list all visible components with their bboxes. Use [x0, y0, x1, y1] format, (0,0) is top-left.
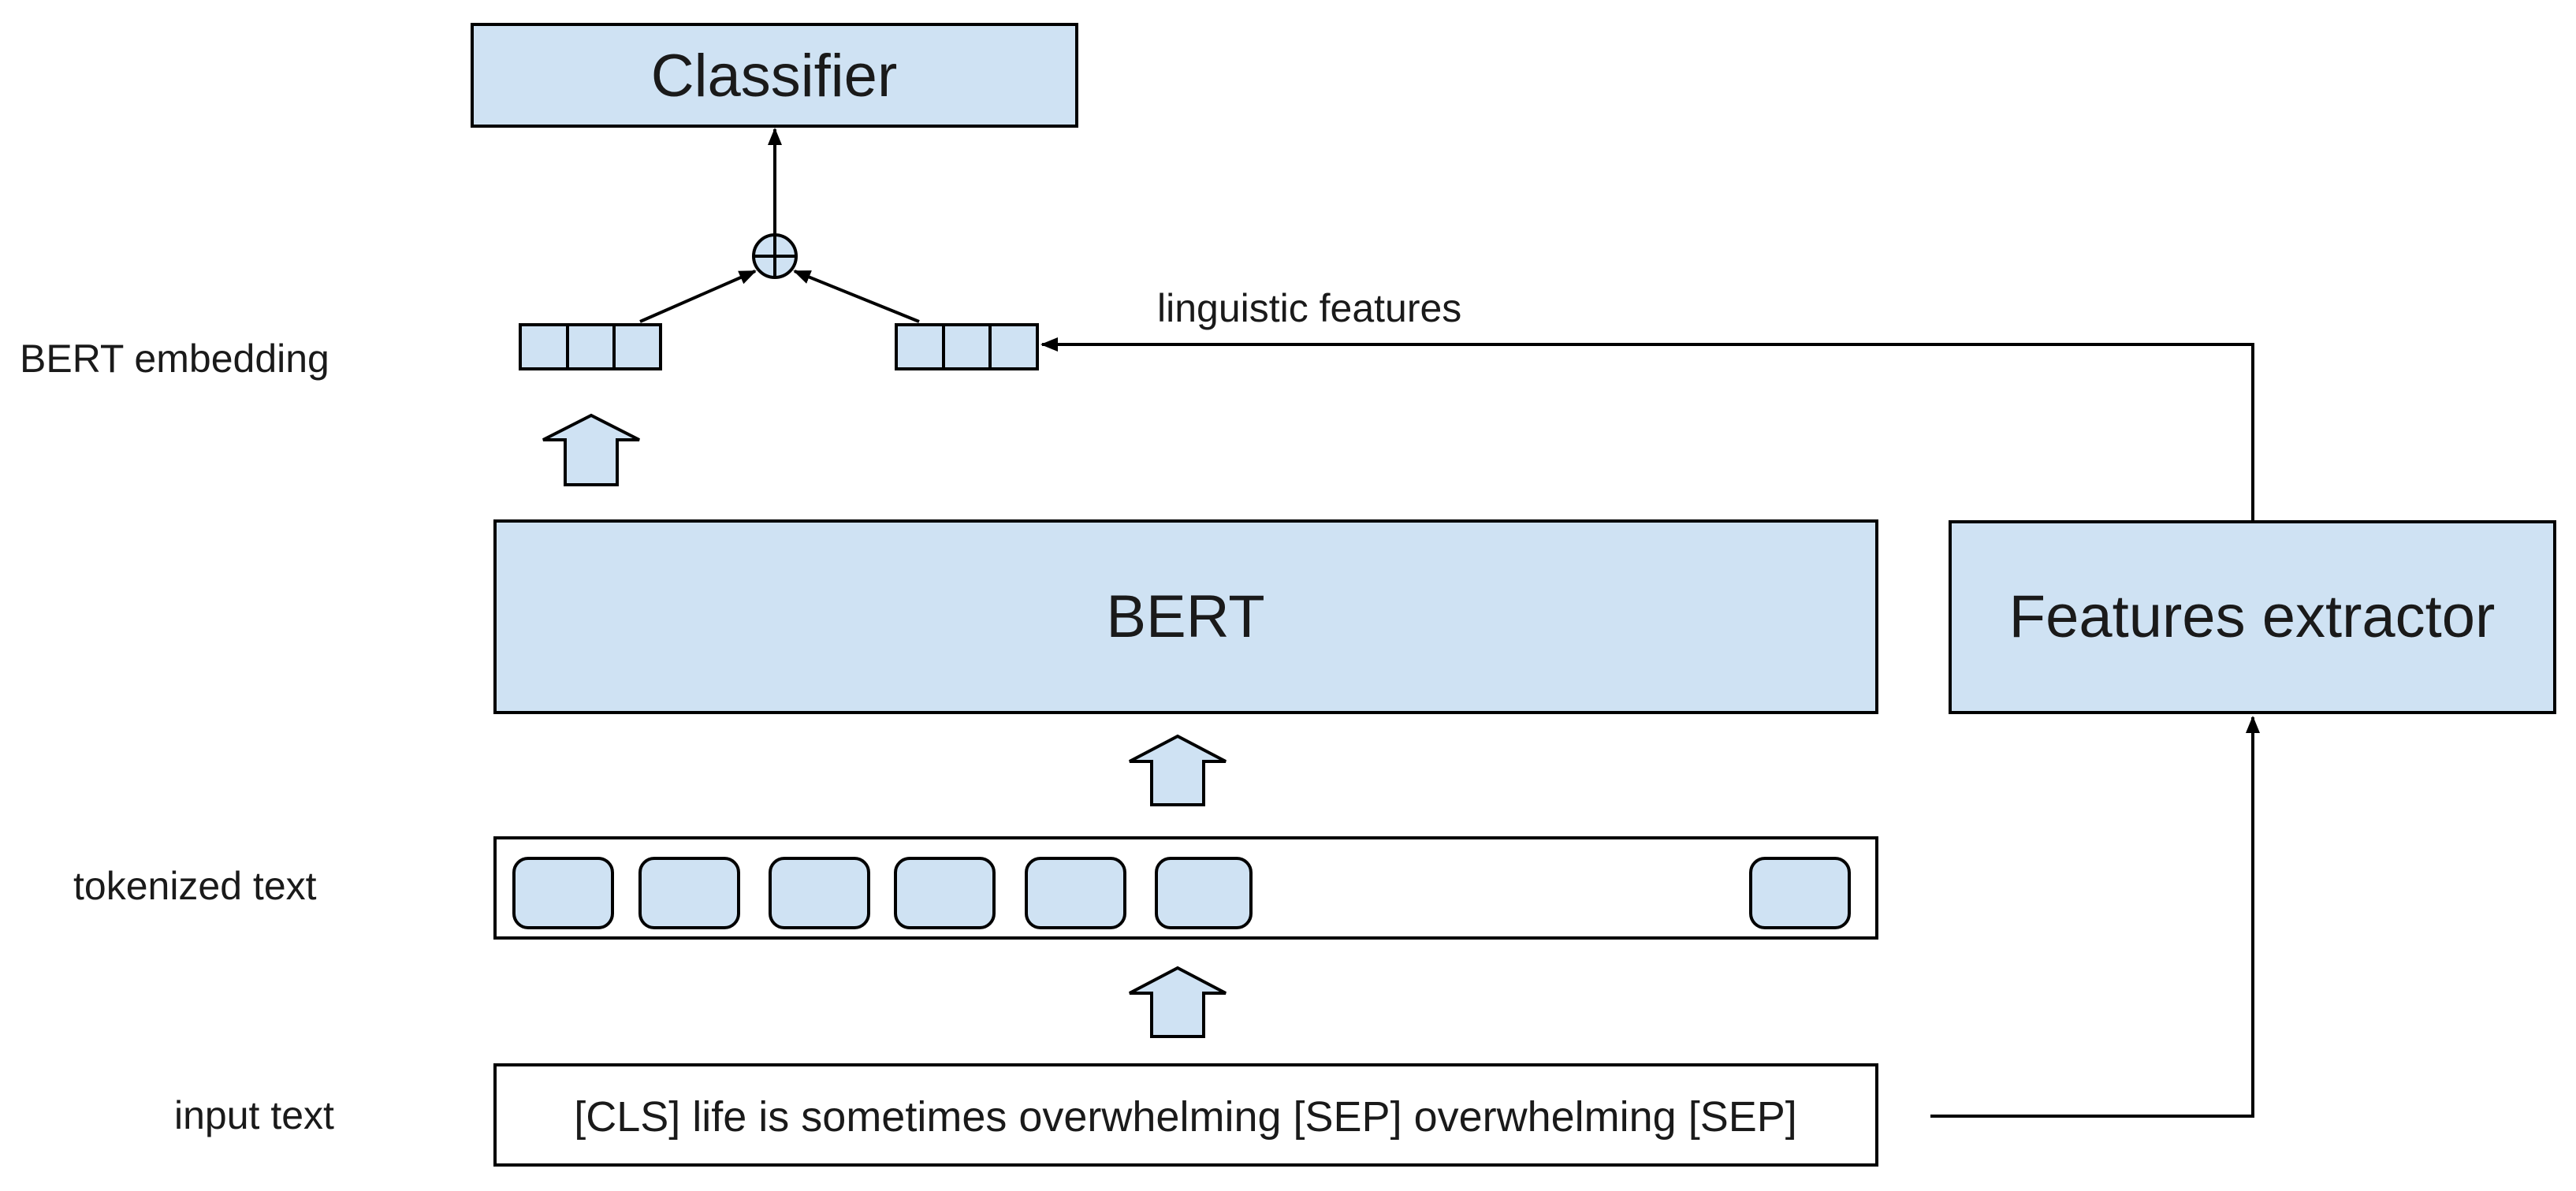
features-extractor-node: Features extractor — [1949, 520, 2556, 714]
bert-label: BERT — [1106, 583, 1264, 650]
extractor-to-features-arrow — [1040, 337, 2254, 523]
classifier-box — [471, 23, 1078, 128]
classifier-label: Classifier — [651, 43, 898, 110]
block-arrow-up-icon — [1129, 966, 1227, 1038]
bert-embedding-vector — [519, 323, 662, 370]
features-to-combine-arrow — [793, 270, 920, 323]
input-text-node: [CLS] life is sometimes overwhelming [SE… — [493, 1063, 1878, 1167]
input-sentence: [CLS] life is sometimes overwhelming [SE… — [574, 1093, 1797, 1141]
bert-box — [493, 519, 1878, 714]
bert-node: BERT — [493, 519, 1878, 714]
block-arrow-up-icon — [542, 413, 640, 486]
linguistic-feature-vector — [895, 323, 1039, 370]
classifier-node: Classifier — [471, 23, 1078, 128]
features-extractor-label: Features extractor — [2009, 583, 2496, 650]
tokenized-text-label: tokenized text — [73, 864, 317, 908]
token — [894, 857, 996, 929]
circled-plus-icon — [752, 233, 798, 279]
block-arrow-up-icon — [1129, 734, 1227, 806]
token — [1025, 857, 1126, 929]
bert-embedding-label: BERT embedding — [20, 337, 329, 381]
token — [512, 857, 614, 929]
features-extractor-box — [1949, 520, 2556, 714]
tokenized-text-row — [493, 836, 1878, 940]
input-to-extractor-arrow — [1930, 716, 2260, 1118]
linguistic-features-label: linguistic features — [1157, 286, 1461, 330]
embedding-to-combine-arrow — [639, 270, 757, 323]
token — [638, 857, 740, 929]
token — [1749, 857, 1851, 929]
input-text-label: input text — [174, 1093, 334, 1137]
token — [769, 857, 870, 929]
token — [1155, 857, 1253, 929]
